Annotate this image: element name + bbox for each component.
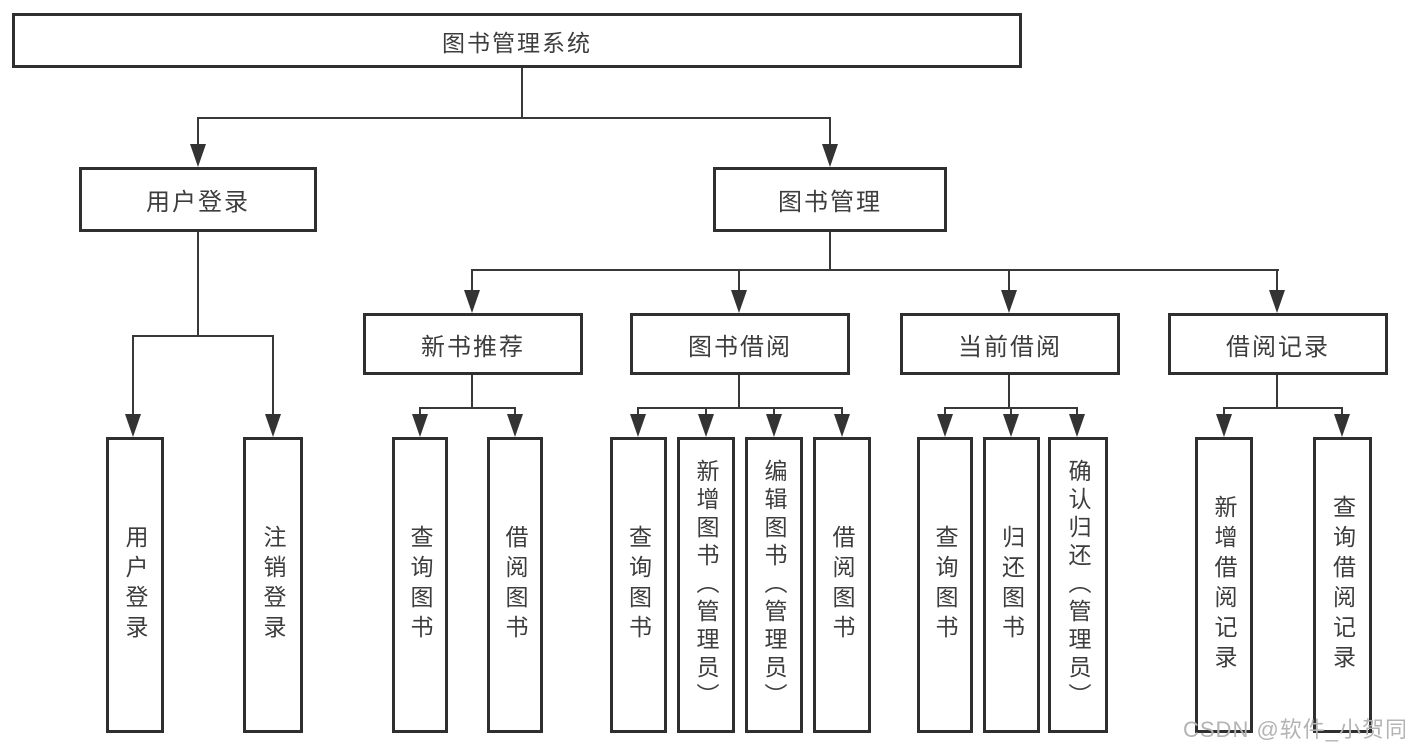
connector-line — [1008, 374, 1010, 409]
arrowhead-down-icon — [1069, 414, 1085, 437]
connector-line — [1223, 407, 1225, 417]
connector-line — [132, 335, 274, 337]
arrowhead-down-icon — [464, 290, 480, 313]
leaf-rec-query-book: 查询图书 — [392, 437, 448, 733]
leaf-cb-return-book-label: 归还图书 — [998, 525, 1025, 645]
connector-line — [637, 407, 639, 417]
watermark-text: CSDN @软件_小贺同学 — [1183, 717, 1405, 742]
arrowhead-down-icon — [507, 414, 523, 437]
node-borrow-records-label: 借阅记录 — [1226, 333, 1330, 361]
connector-line — [637, 407, 842, 409]
leaf-rec-query-book-label: 查询图书 — [407, 525, 433, 645]
connector-line — [197, 117, 831, 119]
leaf-user-login-label: 用户登录 — [122, 525, 148, 645]
arrowhead-down-icon — [630, 414, 646, 437]
node-new-book-recommend-label: 新书推荐 — [421, 333, 525, 361]
arrowhead-down-icon — [1269, 290, 1285, 313]
node-user-login: 用户登录 — [79, 167, 317, 232]
node-user-login-label: 用户登录 — [146, 189, 250, 216]
arrowhead-down-icon — [731, 290, 747, 313]
connector-line — [829, 231, 831, 271]
node-book-borrow: 图书借阅 — [630, 313, 850, 375]
leaf-rec-borrow-book: 借阅图书 — [487, 437, 543, 733]
leaf-rec-borrow-book-label: 借阅图书 — [502, 525, 528, 645]
connector-line — [773, 407, 775, 417]
connector-line — [1010, 407, 1012, 417]
node-book-management: 图书管理 — [713, 167, 947, 232]
leaf-cb-confirm-return-label: 确认归还（管理员） — [1065, 459, 1091, 711]
connector-line — [197, 231, 199, 336]
connector-line — [471, 269, 1279, 271]
arrowhead-down-icon — [1334, 414, 1350, 437]
arrowhead-down-icon — [190, 144, 206, 167]
connector-line — [471, 269, 473, 293]
leaf-cb-confirm-return: 确认归还（管理员） — [1048, 437, 1108, 733]
connector-line — [419, 407, 421, 417]
arrowhead-down-icon — [698, 414, 714, 437]
node-book-management-label: 图书管理 — [778, 189, 882, 216]
leaf-bb-borrow-book: 借阅图书 — [813, 437, 871, 733]
leaf-br-query-record: 查询借阅记录 — [1313, 437, 1372, 733]
connector-line — [521, 67, 523, 119]
arrowhead-down-icon — [834, 414, 850, 437]
connector-line — [944, 407, 946, 417]
connector-line — [272, 335, 274, 417]
leaf-cb-query-book-label: 查询图书 — [932, 525, 958, 645]
connector-line — [738, 269, 740, 293]
arrowhead-down-icon — [766, 414, 782, 437]
leaf-bb-query-book: 查询图书 — [610, 437, 667, 733]
arrowhead-down-icon — [937, 414, 953, 437]
leaf-bb-add-book: 新增图书（管理员） — [677, 437, 735, 733]
leaf-bb-edit-book-label: 编辑图书（管理员） — [761, 459, 787, 711]
connector-line — [1076, 407, 1078, 417]
arrowhead-down-icon — [125, 414, 141, 437]
node-root-label: 图书管理系统 — [442, 29, 592, 56]
leaf-bb-add-book-label: 新增图书（管理员） — [693, 459, 719, 711]
connector-line — [1341, 407, 1343, 417]
node-root: 图书管理系统 — [12, 13, 1022, 68]
connector-line — [841, 407, 843, 417]
leaf-cb-return-book: 归还图书 — [983, 437, 1040, 733]
leaf-cb-query-book: 查询图书 — [917, 437, 973, 733]
arrowhead-down-icon — [265, 414, 281, 437]
leaf-bb-query-book-label: 查询图书 — [625, 525, 652, 645]
node-borrow-records: 借阅记录 — [1168, 313, 1388, 375]
connector-line — [1223, 407, 1343, 409]
connector-line — [1276, 269, 1278, 293]
leaf-br-query-record-label: 查询借阅记录 — [1329, 495, 1356, 675]
arrowhead-down-icon — [1003, 414, 1019, 437]
connector-line — [705, 407, 707, 417]
connector-line — [1008, 269, 1010, 293]
connector-line — [514, 407, 516, 417]
leaf-br-add-record: 新增借阅记录 — [1195, 437, 1253, 733]
connector-line — [132, 335, 134, 417]
connector-line — [1276, 374, 1278, 409]
arrowhead-down-icon — [1001, 290, 1017, 313]
connector-line — [829, 117, 831, 147]
connector-line — [419, 407, 516, 409]
connector-line — [738, 374, 740, 409]
node-book-borrow-label: 图书借阅 — [688, 333, 792, 361]
leaf-bb-edit-book: 编辑图书（管理员） — [745, 437, 803, 733]
node-current-borrow: 当前借阅 — [900, 313, 1120, 375]
connector-line — [197, 117, 199, 147]
leaf-br-add-record-label: 新增借阅记录 — [1211, 495, 1237, 675]
leaf-user-login: 用户登录 — [106, 437, 164, 733]
connector-line — [471, 374, 473, 409]
leaf-logout-label: 注销登录 — [260, 525, 286, 645]
leaf-logout: 注销登录 — [243, 437, 303, 733]
arrowhead-down-icon — [822, 144, 838, 167]
node-current-borrow-label: 当前借阅 — [958, 333, 1062, 361]
leaf-bb-borrow-book-label: 借阅图书 — [829, 525, 855, 645]
arrowhead-down-icon — [412, 414, 428, 437]
node-new-book-recommend: 新书推荐 — [363, 313, 583, 375]
arrowhead-down-icon — [1216, 414, 1232, 437]
